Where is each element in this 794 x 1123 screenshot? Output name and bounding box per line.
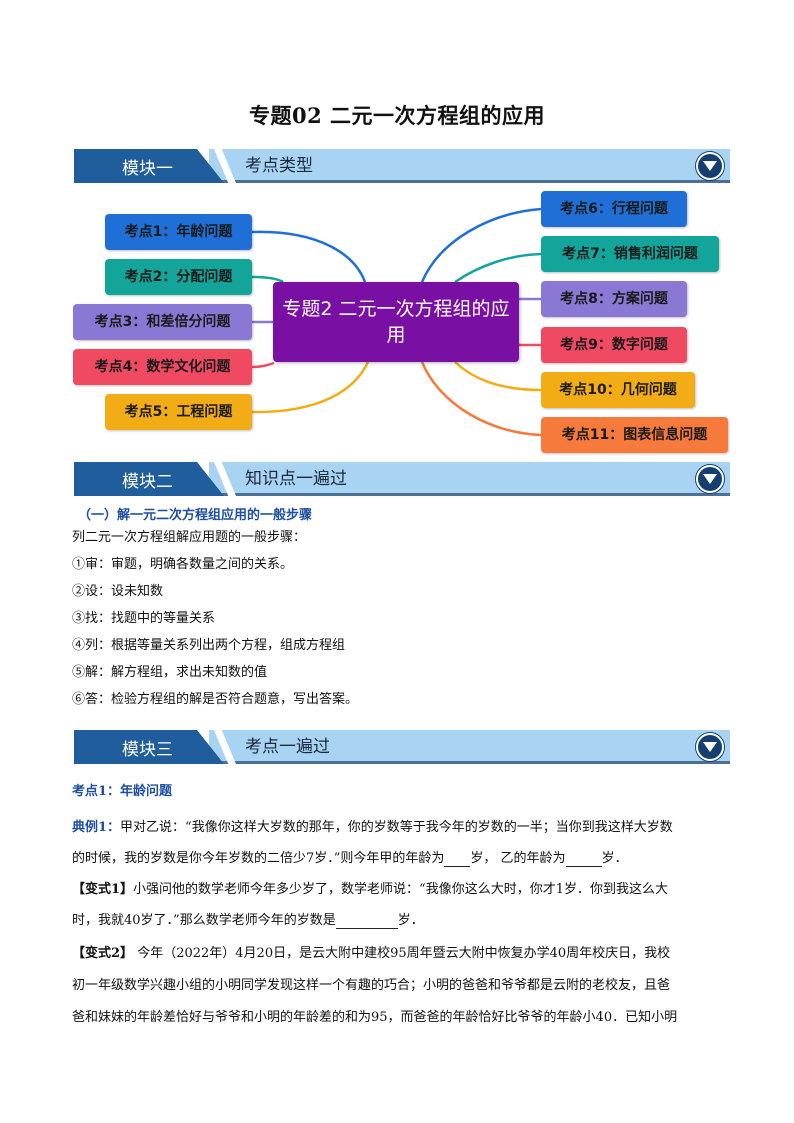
connector-5: [251, 361, 370, 414]
variant-2-line3: 爸和妹妹的年龄差恰好与爷爷和小明的年龄差的和为95，而爸爸的年龄恰好比爷爷的年龄…: [72, 1010, 678, 1025]
module-subtitle: 考点类型: [245, 156, 313, 176]
knowledge-intro: 列二元一次方程组解应用题的一般步骤：: [72, 530, 307, 545]
variant-1-cont: 时，我就40岁了．”那么数学老师今年的岁数是 岁．: [72, 913, 732, 929]
variant-text-line1: 小强问他的数学老师今年多少岁了，数学老师说：“我像你这么大时，你才1岁．你到我这…: [133, 882, 668, 897]
mindmap-node-10: 考点10：几何问题: [541, 372, 695, 408]
example-text-line2a: 的时候，我的岁数是你今年岁数的二倍少7岁．”则今年甲的年龄为: [72, 851, 445, 866]
exam-point-title: 考点1：年龄问题: [72, 784, 173, 799]
module-subtitle-bar: 考点一遍过: [209, 730, 730, 764]
document-title: 专题02 二元一次方程组的应用: [248, 103, 546, 128]
mindmap-node-6: 考点6：行程问题: [541, 191, 687, 227]
module-subtitle-bar: 考点类型: [209, 149, 730, 183]
variant-2: 【变式2】 今年（2022年）4月20日，是云大附中建校95周年暨云大附中恢复办…: [72, 946, 732, 962]
module-banner-1: 考点类型 模块一: [74, 149, 730, 183]
example-text-line1: 甲对乙说：“我像你这样大岁数的那年，你的岁数等于我今年的岁数的一半；当你到我这样…: [120, 820, 673, 835]
variant-2-line2: 初一年级数学兴趣小组的小明同学发现这样一个有趣的巧合；小明的爸爸和爷爷都是云附的…: [72, 978, 671, 993]
example-1: 典例1：甲对乙说：“我像你这样大岁数的那年，你的岁数等于我今年的岁数的一半；当你…: [72, 820, 732, 836]
module-tab: 模块二: [74, 462, 224, 496]
connector-2: [251, 275, 284, 284]
variant-1: 【变式1】小强问他的数学老师今年多少岁了，数学老师说：“我像你这么大时，你才1岁…: [72, 882, 732, 898]
variant-label: 【变式2】: [72, 946, 134, 961]
connector-11: [420, 361, 542, 437]
step-1: ①审：审题，明确各数量之间的关系。: [72, 557, 294, 572]
example-text-line2b: 岁， 乙的年龄为: [470, 851, 566, 866]
module-label: 模块二: [122, 472, 173, 492]
mindmap-node-1: 考点1：年龄问题: [105, 214, 252, 250]
answer-blank[interactable]: [335, 928, 398, 929]
mindmap-node-9: 考点9：数字问题: [541, 327, 687, 363]
mindmap-node-8: 考点8：方案问题: [541, 281, 687, 317]
mindmap-node-4: 考点4：数学文化问题: [73, 349, 252, 385]
mindmap-node-2: 考点2：分配问题: [105, 259, 252, 295]
module-banner-3: 考点一遍过 模块三: [74, 730, 730, 764]
module-label: 模块一: [122, 159, 173, 179]
step-2: ②设：设未知数: [72, 584, 164, 599]
variant-label: 【变式1】: [72, 882, 134, 897]
module-tab: 模块一: [74, 149, 224, 183]
chevron-down-icon: [696, 152, 724, 180]
step-3: ③找：找题中的等量关系: [72, 611, 216, 626]
module-label: 模块三: [122, 740, 173, 760]
module-subtitle-bar: 知识点一遍过: [209, 462, 730, 496]
step-6: ⑥答：检验方程组的解是否符合题意，写出答案。: [72, 692, 359, 707]
mindmap-node-3: 考点3：和差倍分问题: [73, 304, 252, 340]
step-4: ④列：根据等量关系列出两个方程，组成方程组: [72, 638, 346, 653]
connector-10: [454, 361, 542, 392]
knowledge-heading: （一）解一元二次方程组应用的一般步骤: [78, 508, 313, 523]
connector-6: [420, 207, 542, 283]
step-5: ⑤解：解方程组，求出未知数的值: [72, 665, 268, 680]
answer-blank[interactable]: [444, 866, 471, 867]
variant-text-line2b: 岁．: [397, 913, 424, 928]
mindmap-center-node: 专题2 二元一次方程组的应用: [273, 282, 519, 362]
connector-4: [251, 361, 275, 369]
connector-1: [251, 230, 367, 283]
example-text-line2c: 岁．: [601, 851, 628, 866]
mindmap-connectors: [251, 207, 542, 437]
module-subtitle: 知识点一遍过: [245, 469, 347, 489]
chevron-down-icon: [696, 733, 724, 761]
example-label: 典例1：: [72, 820, 121, 835]
connector-7: [454, 252, 542, 284]
module-tab: 模块三: [74, 730, 224, 764]
mindmap-node-5: 考点5：工程问题: [105, 394, 252, 430]
mindmap-node-11: 考点11：图表信息问题: [541, 417, 728, 453]
chevron-down-icon: [696, 465, 724, 493]
mindmap-node-7: 考点7：销售利润问题: [541, 236, 719, 272]
module-subtitle: 考点一遍过: [245, 737, 330, 757]
module-banner-2: 知识点一遍过 模块二: [74, 462, 730, 496]
variant-text-line1: 今年（2022年）4月20日，是云大附中建校95周年暨云大附中恢复办学40周年校…: [137, 946, 671, 961]
example-1-cont: 的时候，我的岁数是你今年岁数的二倍少7岁．”则今年甲的年龄为 岁， 乙的年龄为 岁．: [72, 851, 732, 867]
variant-text-line2a: 时，我就40岁了．”那么数学老师今年的岁数是: [72, 913, 336, 928]
answer-blank[interactable]: [565, 866, 602, 867]
